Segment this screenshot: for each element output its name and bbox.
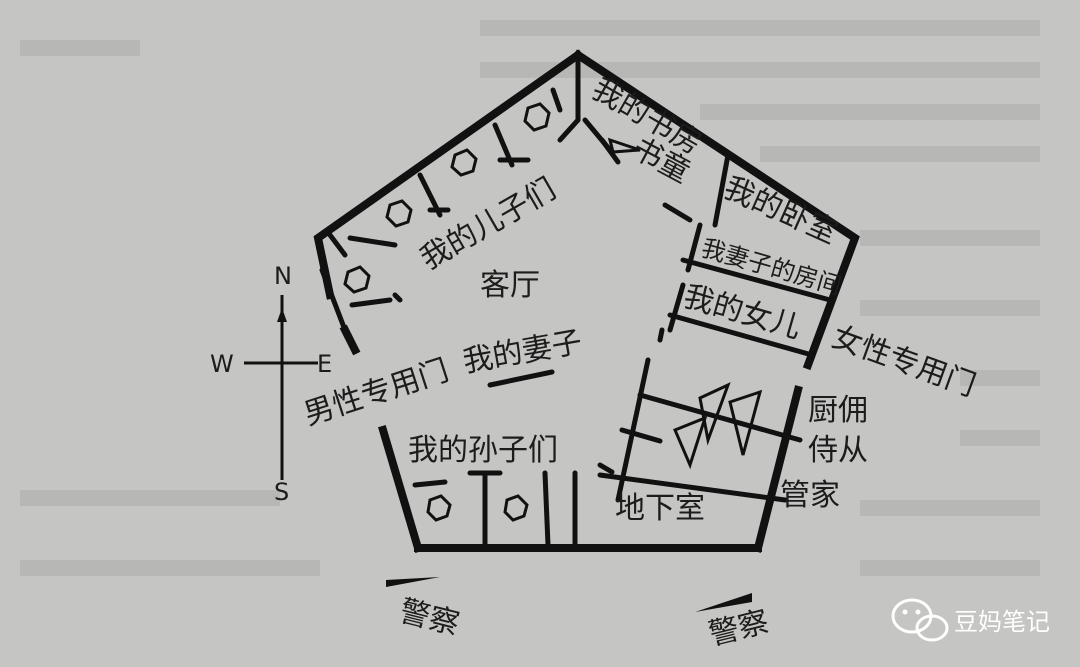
compass: N S W E — [210, 262, 332, 506]
pillar-icon — [503, 494, 529, 522]
watermark: 豆妈笔记 — [891, 598, 1050, 642]
pillar-icon — [450, 148, 478, 177]
pillar-icon — [523, 102, 551, 132]
label-basement: 地下室 — [615, 491, 705, 526]
label-living-room: 客厅 — [480, 268, 540, 303]
label-kitchen-staff-3: 管家 — [780, 478, 840, 513]
label-grandsons: 我的孙子们 — [408, 433, 558, 468]
compass-n: N — [274, 262, 292, 290]
interior-walls — [319, 57, 833, 548]
compass-e: E — [317, 350, 332, 378]
pillar-icon — [426, 494, 452, 522]
triangle-markers — [386, 137, 763, 612]
chat-bubble-icon — [891, 598, 949, 642]
page-boy-triangle-icon — [607, 137, 641, 154]
compass-north-arrow-icon — [277, 308, 287, 322]
label-kitchen-staff-1: 厨佣 — [808, 393, 868, 428]
pillars — [343, 102, 551, 522]
pillar-icon — [343, 265, 371, 294]
kitchen-triangle-icon — [673, 415, 708, 470]
compass-s: S — [274, 478, 289, 506]
police-right-wedge-icon — [695, 593, 752, 612]
pillar-icon — [385, 199, 413, 228]
house-outer-walls — [313, 49, 860, 553]
kitchen-triangle-icon — [728, 389, 763, 456]
label-kitchen-staff-2: 侍从 — [808, 433, 868, 468]
watermark-text: 豆妈笔记 — [954, 608, 1050, 636]
compass-w: W — [210, 350, 234, 378]
police-left-wedge-icon — [386, 577, 440, 587]
